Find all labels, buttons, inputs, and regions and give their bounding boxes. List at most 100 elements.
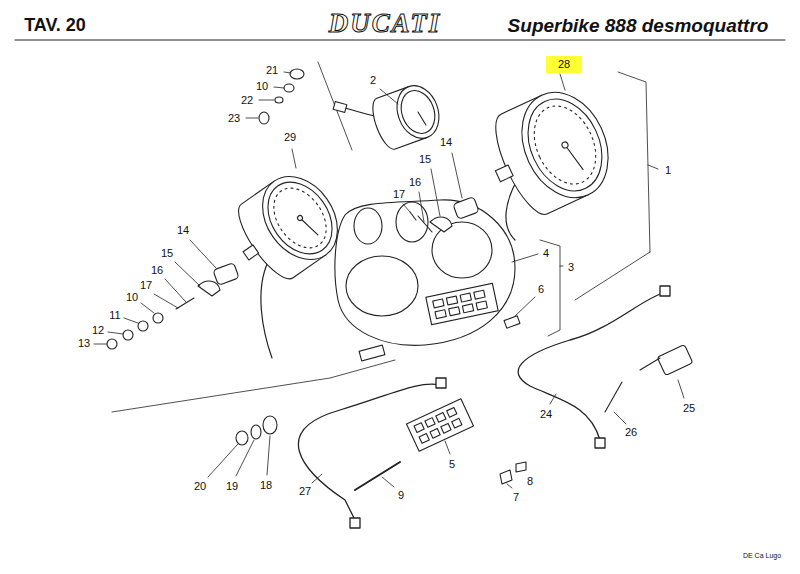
callout-number: 22	[241, 94, 253, 106]
leader-lines	[431, 169, 440, 216]
leader-lines	[246, 118, 258, 119]
leader-lines	[512, 254, 538, 262]
callout-number: 6	[538, 283, 544, 295]
warning-light-plate	[430, 429, 440, 439]
leader-lines	[445, 441, 450, 454]
group-frame-lines	[618, 72, 650, 252]
callout-number: 28	[558, 58, 570, 71]
right-mount-parts	[430, 217, 452, 232]
instrument-housing	[449, 307, 460, 316]
bulb-holder-parts	[259, 69, 304, 124]
model-name: Superbike 888 desmoquattro	[508, 16, 769, 37]
leader-lines	[550, 394, 556, 404]
exploded-illustration	[15, 40, 785, 528]
leader-lines	[208, 444, 238, 477]
left-mount-parts	[107, 263, 239, 349]
warning-light-plate	[436, 413, 446, 423]
callout-number: 8	[527, 475, 533, 487]
brand-logo: DUCATI	[329, 9, 442, 39]
callout-number: 11	[109, 309, 120, 321]
leader-lines	[175, 262, 200, 286]
leader-lines	[190, 240, 216, 268]
tachometer	[522, 96, 607, 194]
warning-light-plate	[419, 434, 429, 444]
warning-light-plate	[414, 423, 424, 433]
callout-number: 17	[140, 279, 152, 291]
callout-number: 12	[92, 324, 104, 336]
sender-unit	[605, 382, 622, 412]
group-frame-lines	[560, 266, 563, 267]
instrument-housing	[476, 301, 487, 310]
leader-lines	[292, 149, 296, 168]
callout-number: 7	[513, 491, 519, 503]
instrument-housing	[462, 304, 473, 313]
instrument-housing	[460, 293, 471, 302]
cable-wires	[261, 262, 272, 358]
speedometer	[220, 162, 353, 293]
screw-and-clips	[516, 462, 526, 472]
header-rule	[15, 40, 785, 41]
nuts	[236, 416, 277, 445]
leader-lines	[515, 297, 535, 316]
instrument-housing	[426, 283, 498, 325]
warning-light-plate	[425, 418, 435, 428]
speedo-cable	[350, 518, 360, 528]
tacho-cable	[518, 286, 670, 448]
bulb-holder-parts	[290, 69, 304, 79]
left-mount-parts	[198, 281, 220, 296]
instrument-housing	[359, 345, 385, 361]
left-mount-parts	[138, 321, 148, 331]
plate-title: TAV. 20	[24, 16, 86, 36]
leader-lines	[403, 204, 410, 212]
leader-lines	[380, 89, 398, 104]
speedometer	[263, 178, 337, 257]
callout-number: 29	[284, 131, 296, 143]
leader-lines	[124, 318, 138, 323]
callout-number: 9	[398, 489, 404, 501]
leader-lines	[94, 344, 107, 345]
bulb-holder-parts	[275, 97, 283, 103]
callout-number: 27	[299, 485, 311, 497]
callout-number: 2	[370, 74, 376, 86]
leader-lines	[614, 412, 626, 424]
leader-lines	[274, 87, 284, 88]
warning-light-plate	[441, 423, 451, 433]
screw-and-clips	[355, 462, 526, 490]
callout-number: 10	[126, 291, 138, 303]
group-frame-lines	[318, 62, 352, 150]
callout-number: 16	[151, 264, 163, 276]
callout-number: 23	[228, 112, 240, 124]
small-gauge	[418, 111, 426, 126]
sender-unit	[640, 358, 660, 370]
highlight-box: 28	[546, 56, 582, 73]
callout-number: 14	[177, 224, 189, 236]
tachometer	[506, 78, 625, 212]
screw-and-clips	[500, 470, 512, 484]
leader-lines	[560, 74, 565, 90]
callout-number: 4	[543, 247, 549, 259]
instrument-housing	[446, 296, 457, 305]
tacho-cable	[518, 292, 665, 440]
small-gauge	[367, 80, 446, 153]
warning-light-plate	[447, 407, 457, 417]
group-frame-lines	[648, 165, 658, 169]
callout-number: 5	[449, 458, 455, 470]
header-rule	[15, 39, 785, 40]
callout-number: 14	[440, 136, 452, 148]
callout-number: 10	[256, 80, 268, 92]
speedometer	[297, 215, 304, 222]
instrument-housing	[435, 310, 446, 319]
small-gauge	[390, 80, 446, 144]
sender-unit	[657, 345, 693, 376]
nuts	[263, 416, 277, 434]
speedometer	[243, 245, 259, 260]
leader-lines	[678, 380, 684, 398]
leader-lines	[419, 192, 424, 222]
callout-number: 20	[194, 480, 206, 492]
warning-light-plate	[406, 399, 473, 452]
instrument-housing	[474, 290, 485, 299]
warning-light-plate	[452, 418, 462, 428]
group-frame-lines	[112, 62, 658, 412]
leader-lines	[236, 440, 254, 476]
